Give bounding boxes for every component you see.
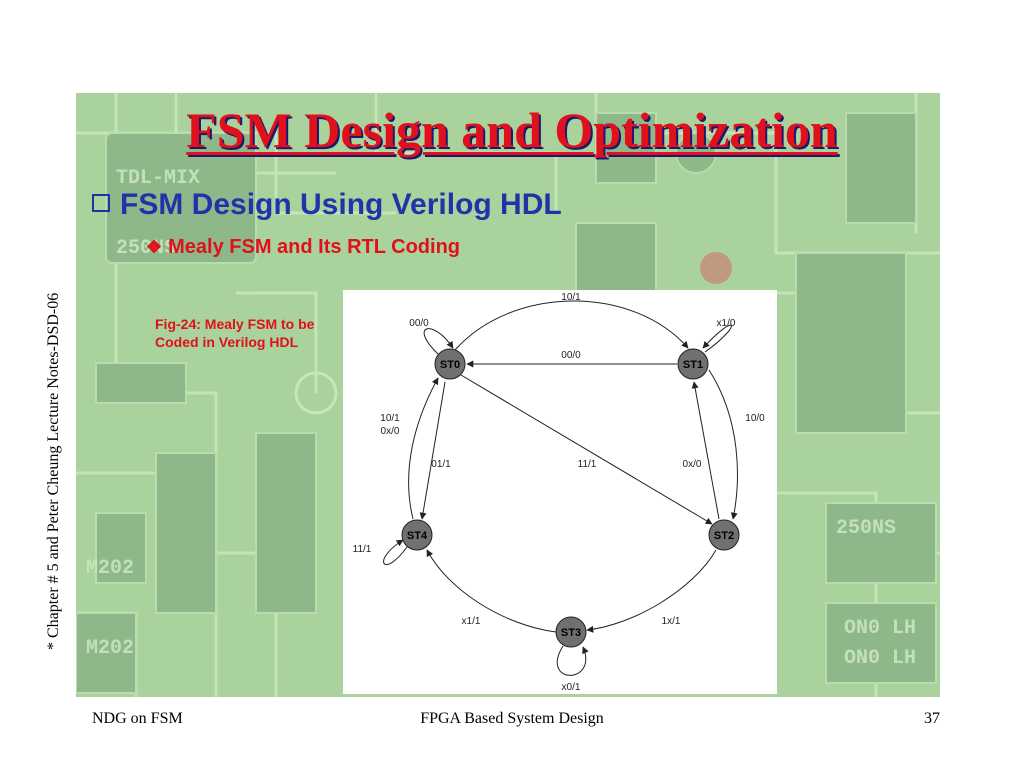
state-node-circle (555, 616, 587, 648)
chip-label: ON0 LH (844, 647, 916, 670)
transition-st0-to-st4 (419, 381, 446, 520)
transition-label: x0/1 (562, 682, 581, 693)
transition-label: 00/0 (409, 318, 429, 329)
transition-st2-to-st1 (691, 381, 720, 520)
checkbox-bullet-icon (92, 194, 110, 212)
transition-st4-to-st4 (383, 539, 408, 566)
state-st4: ST4 (401, 519, 433, 551)
diamond-bullet-icon: ❖ (146, 237, 163, 257)
bullet-level-2: ❖Mealy FSM and Its RTL Coding (146, 236, 460, 259)
state-label: ST1 (683, 359, 703, 371)
transition-label: x1/0 (717, 318, 736, 329)
state-label: ST0 (440, 359, 460, 371)
footer-center: FPGA Based System Design (420, 710, 604, 727)
state-label: ST4 (407, 530, 428, 542)
chip-label: M202 (86, 637, 134, 660)
transition-label: 01/1 (431, 459, 451, 470)
transition-label: 10/0 (745, 413, 765, 424)
transition-label: 11/1 (353, 544, 372, 555)
state-node-circle (434, 348, 466, 380)
state-node-circle (677, 348, 709, 380)
footer-page-number: 37 (924, 710, 940, 727)
transition-st1-to-st2 (708, 369, 738, 520)
transition-st2-to-st3 (586, 549, 717, 633)
slide-title: FSM Design and Optimization (186, 102, 838, 158)
transition-st0-to-st0 (423, 328, 454, 355)
chip-label: M202 (86, 557, 134, 580)
state-label: ST2 (714, 530, 734, 542)
transition-label: 00/0 (561, 350, 581, 361)
transition-label: x1/1 (462, 616, 481, 627)
state-node-circle (401, 519, 433, 551)
transition-st3-to-st3 (556, 645, 589, 676)
figure-caption: Fig-24: Mealy FSM to be Coded in Verilog… (155, 316, 315, 350)
bullet-level-2-text: Mealy FSM and Its RTL Coding (168, 236, 461, 258)
transition-st0-to-st2 (460, 374, 713, 525)
transition-st3-to-st4 (426, 549, 557, 633)
state-st3: ST3 (555, 616, 587, 648)
chip-label: 250NS (836, 517, 896, 540)
bullet-level-1: FSM Design Using Verilog HDL (92, 188, 562, 222)
transition-st4-to-st0 (408, 377, 439, 520)
chip-label: TDL-MIX (116, 167, 200, 190)
state-label: ST3 (561, 627, 581, 639)
side-note: * Chapter # 5 and Peter Cheung Lecture N… (45, 292, 62, 650)
chip-label: ON0 LH (844, 617, 916, 640)
transition-st0-to-st1 (454, 300, 689, 351)
footer-left: NDG on FSM (92, 710, 183, 727)
transition-label: 0x/0 (683, 459, 702, 470)
chip-label: 250NS (116, 237, 176, 260)
transition-label: 10/1 (561, 292, 581, 303)
state-st0: ST0 (434, 348, 466, 380)
state-st1: ST1 (677, 348, 709, 380)
state-st2: ST2 (708, 519, 740, 551)
transition-label: 11/1 (578, 459, 597, 470)
transition-st1-to-st1 (702, 324, 732, 353)
state-node-circle (708, 519, 740, 551)
transition-label: 1x/1 (662, 616, 681, 627)
bullet-level-1-text: FSM Design Using Verilog HDL (120, 188, 562, 221)
